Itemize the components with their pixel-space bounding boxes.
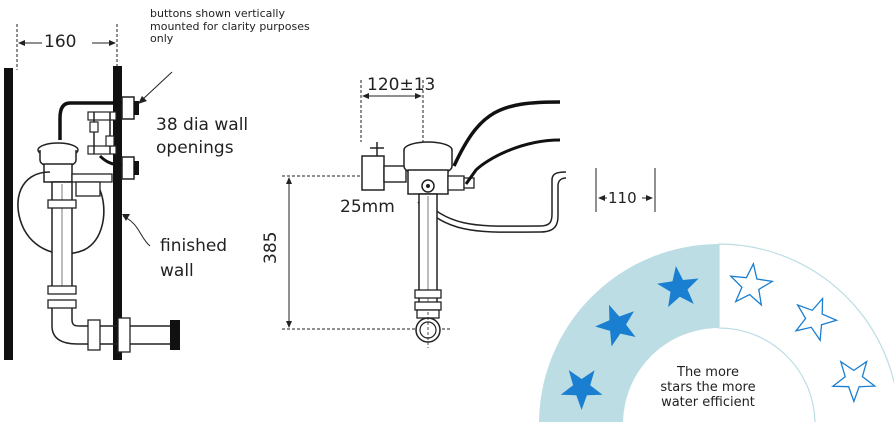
star-outline-icon [831,360,877,404]
star-filled-icon [657,266,699,308]
dim-depth-label: 110 [608,189,637,207]
rating-caption-line1: The more [677,365,739,380]
star-outline-icon [794,296,839,343]
finished-wall-line1: finished [160,236,228,256]
rating-caption: The more stars the more water efficient [648,365,768,411]
star-filled-icon [560,370,603,410]
rating-caption-line3: water efficient [661,394,755,410]
side-view [4,24,180,360]
dim-height-label: 385 [261,231,281,264]
rating-caption-line2: stars the more [660,379,756,395]
button-upper [121,96,135,120]
dim-offset-label: 160 [44,32,77,52]
buttons-note: buttons shown vertically mounted for cla… [150,7,310,46]
openings-callout-line2: openings [156,138,234,158]
dim-pipe-label: 25mm [340,197,395,217]
button-lower [121,156,135,180]
back-wall [4,68,13,360]
finished-wall [113,66,122,360]
star-outline-icon [729,261,775,307]
dim-spacing-label: 120±13 [367,75,436,95]
openings-callout-line1: 38 dia wall [156,115,249,135]
star-filled-icon [595,304,636,347]
front-view [282,80,656,348]
finished-wall-line2: wall [160,261,194,281]
water-rating-badge [539,243,894,422]
